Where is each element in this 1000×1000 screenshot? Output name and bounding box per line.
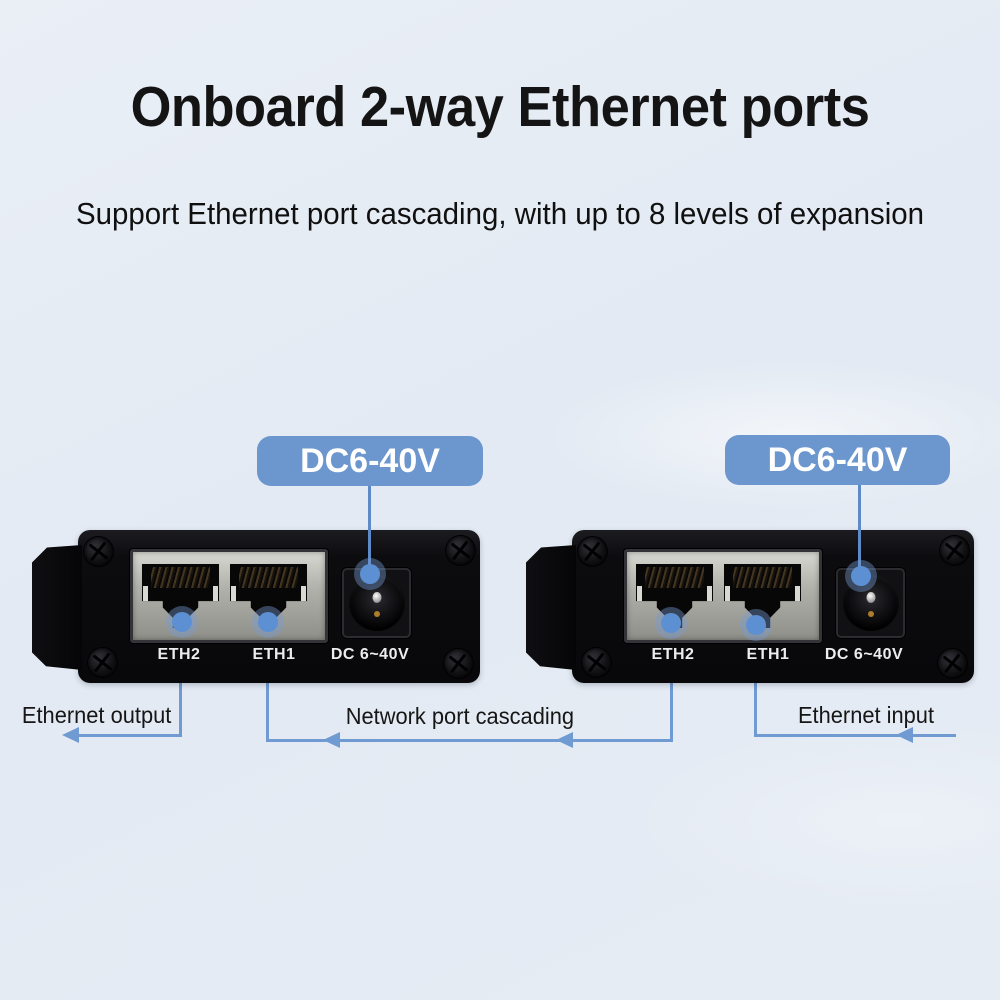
eth1-indicator-dot — [252, 606, 284, 638]
eth2-label: ETH2 — [157, 646, 201, 663]
dc-voltage-label: DC 6~40V — [330, 646, 410, 663]
port-pins — [151, 566, 210, 589]
page-title: Onboard 2-way Ethernet ports — [130, 75, 870, 139]
port-latch-tab — [707, 585, 712, 602]
eth2-label: ETH2 — [651, 646, 695, 663]
page-subtitle: Support Ethernet port cascading, with up… — [75, 196, 925, 231]
eth1-label: ETH1 — [746, 646, 790, 663]
eth1-label: ETH1 — [252, 646, 296, 663]
ethernet-input-arrow-line — [754, 734, 956, 737]
dc-center-pin — [372, 591, 381, 603]
screw-icon — [444, 649, 473, 678]
port-latch-tab — [213, 585, 218, 602]
eth2-indicator-dot — [166, 606, 198, 638]
background-highlight — [620, 720, 1000, 920]
annotation-network-port-cascading: Network port cascading — [345, 703, 575, 729]
annotation-ethernet-input: Ethernet input — [797, 702, 935, 728]
left-arrowhead-icon — [556, 732, 573, 748]
port-pins — [733, 566, 792, 589]
port-latch-tab — [231, 585, 236, 602]
dc-voltage-callout-left: DC6-40V — [257, 436, 483, 486]
device-right: ETH2 ETH1 DC 6~40V — [526, 530, 974, 683]
dc-center-pin — [866, 591, 875, 603]
dc-voltage-callout-right: DC6-40V — [725, 435, 950, 485]
rj45-bezel — [130, 549, 328, 643]
port-latch-tab — [725, 585, 730, 602]
dc-indicator-dot — [845, 560, 877, 592]
dc-contact-dot — [373, 610, 380, 617]
dc-indicator-dot — [354, 558, 386, 590]
screw-icon — [88, 648, 117, 677]
left-arrowhead-icon — [896, 727, 913, 743]
screw-icon — [578, 537, 607, 566]
port-pins — [645, 566, 704, 589]
port-latch-tab — [143, 585, 148, 602]
eth2-indicator-dot — [655, 607, 687, 639]
port-latch-tab — [637, 585, 642, 602]
callout-connector-line — [858, 484, 861, 578]
annotation-ethernet-output: Ethernet output — [21, 702, 172, 728]
side-connector — [526, 545, 576, 670]
screw-icon — [938, 649, 967, 678]
screw-icon — [582, 648, 611, 677]
screw-icon — [446, 536, 475, 565]
port-latch-tab — [301, 585, 306, 602]
eth1-indicator-dot — [740, 609, 772, 641]
side-connector — [32, 545, 82, 670]
rj45-bezel — [624, 549, 822, 643]
callout-connector-line — [368, 484, 371, 576]
ethernet-output-arrow-line — [78, 734, 182, 737]
screw-icon — [940, 536, 969, 565]
port-pins — [239, 566, 298, 589]
device-left: ETH2 ETH1 DC 6~40V — [32, 530, 480, 683]
port-latch-tab — [795, 585, 800, 602]
screw-icon — [84, 537, 113, 566]
cascade-arrow-line — [266, 739, 673, 742]
dc-voltage-label: DC 6~40V — [824, 646, 904, 663]
left-arrowhead-icon — [323, 732, 340, 748]
left-arrowhead-icon — [62, 727, 79, 743]
dc-contact-dot — [867, 610, 874, 617]
